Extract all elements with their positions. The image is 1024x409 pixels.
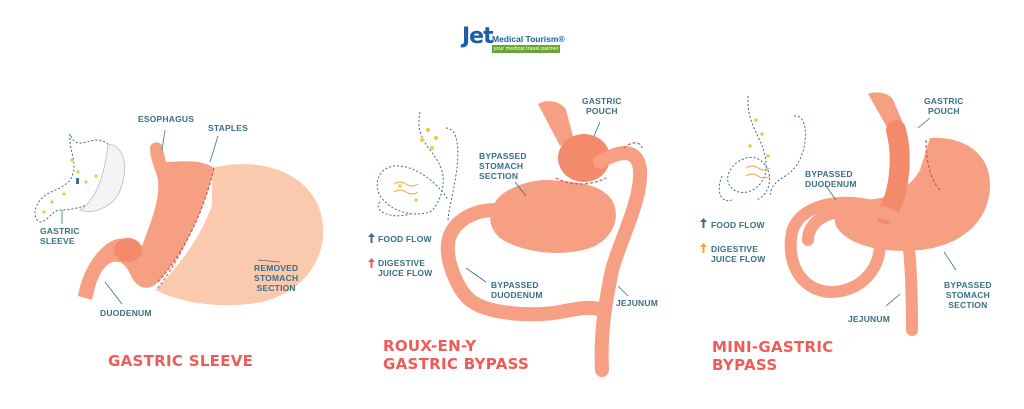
label-staples: STAPLES <box>208 123 248 133</box>
food-flow-arrow-icon <box>700 218 707 228</box>
digestive-flow-arrow-icon <box>368 258 375 268</box>
label-gastric-pouch: GASTRIC POUCH <box>582 96 622 116</box>
label-jejunum: JEJUNUM <box>848 314 891 324</box>
logo-tagline: your medical travel partner <box>492 45 560 53</box>
label-food-flow: FOOD FLOW <box>711 220 765 230</box>
title-mini-gastric-bypass: MINI-GASTRIC BYPASS <box>712 338 834 374</box>
title-gastric-sleeve: GASTRIC SLEEVE <box>108 352 254 370</box>
label-digestive-juice-flow: DIGESTIVE JUICE FLOW <box>378 258 433 278</box>
logo-name: Medical Tourism® <box>492 34 565 44</box>
brand-logo: Jet Medical Tourism® your medical travel… <box>462 24 565 59</box>
label-duodenum: DUODENUM <box>100 308 152 318</box>
digestive-flow-arrow-icon <box>700 243 707 253</box>
food-flow-arrow-icon <box>368 233 375 243</box>
label-food-flow: FOOD FLOW <box>378 234 432 244</box>
label-bypassed-duodenum: BYPASSED DUODENUM <box>491 280 543 300</box>
label-gastric-sleeve: GASTRIC SLEEVE <box>40 226 80 246</box>
gastric-sleeve-illustration <box>34 129 324 306</box>
roux-en-y-illustration <box>376 101 648 377</box>
sleeve-stomach-shape <box>78 142 214 300</box>
title-roux-en-y: ROUX-EN-Y GASTRIC BYPASS <box>383 337 530 373</box>
label-removed-stomach-section: REMOVED STOMACH SECTION <box>254 263 299 293</box>
label-jejunum: JEJUNUM <box>616 298 659 308</box>
label-esophagus: ESOPHAGUS <box>138 114 195 124</box>
removed-stomach-section-shape <box>156 164 324 306</box>
mini-gastric-bypass-illustration <box>718 92 990 336</box>
label-digestive-juice-flow: DIGESTIVE JUICE FLOW <box>711 244 766 264</box>
label-gastric-pouch: GASTRIC POUCH <box>924 96 964 116</box>
roux-bypassed-stomach-shape <box>490 180 616 253</box>
mini-bypassed-stomach-shape <box>834 137 990 251</box>
logo-brand: Jet <box>462 24 494 49</box>
label-bypassed-stomach-section: BYPASSED STOMACH SECTION <box>479 151 527 181</box>
label-bypassed-duodenum: BYPASSED DUODENUM <box>805 169 857 189</box>
label-bypassed-stomach-section: BYPASSED STOMACH SECTION <box>944 280 992 310</box>
